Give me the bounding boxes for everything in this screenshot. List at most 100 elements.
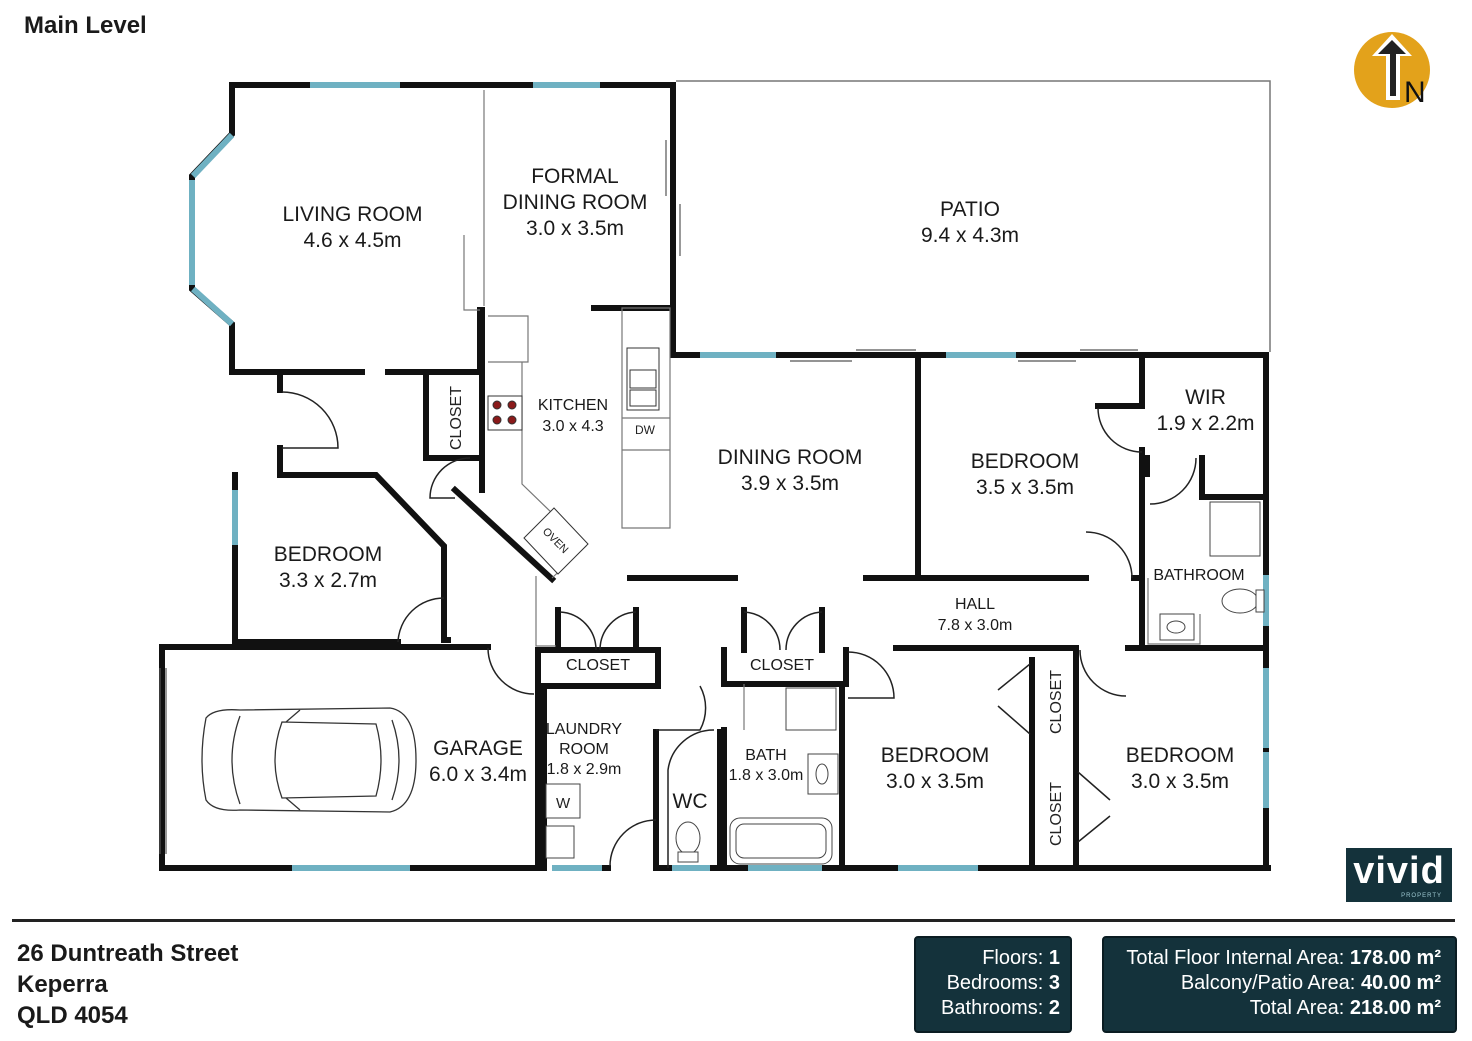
room-bedroom-s1: BEDROOM 3.0 x 3.5m [865, 743, 1005, 795]
room-laundry: LAUNDRY ROOM 1.8 x 2.9m [544, 720, 624, 780]
room-bedroom-w: BEDROOM 3.3 x 2.7m [258, 542, 398, 594]
room-bedroom-s2-dims: 3.0 x 3.5m [1130, 770, 1230, 793]
room-kitchen-dims: 3.0 x 4.3 [542, 418, 604, 435]
stats-panel: Floors: 1 Bedrooms: 3 Bathrooms: 2 [914, 936, 1072, 1033]
bathtub [729, 817, 833, 865]
patio-area-row: Balcony/Patio Area: 40.00 m² [1104, 971, 1441, 996]
room-laundry-name1: LAUNDRY [545, 721, 623, 738]
patio-outline [676, 80, 1271, 352]
room-bathroom: BATHROOM [1146, 566, 1252, 586]
room-garage-dims: 6.0 x 3.4m [428, 763, 528, 786]
room-bedroom-ne-name: BEDROOM [970, 450, 1080, 473]
bathrooms-row: Bathrooms: 2 [916, 996, 1060, 1021]
internal-area-value: 178.00 m² [1349, 947, 1441, 969]
level-title: Main Level [24, 12, 147, 39]
room-hall-dims: 7.8 x 3.0m [937, 617, 1013, 634]
internal-area-row: Total Floor Internal Area: 178.00 m² [1104, 946, 1441, 971]
total-area-value: 218.00 m² [1349, 997, 1441, 1019]
patio-area-label: Balcony/Patio Area: [1180, 972, 1356, 994]
closet-label-1: CLOSET [565, 657, 630, 674]
room-bedroom-s2: BEDROOM 3.0 x 3.5m [1110, 743, 1250, 795]
room-living-name: LIVING ROOM [282, 203, 423, 226]
room-patio: PATIO 9.4 x 4.3m [900, 197, 1040, 249]
closet-label-bedroom-s1: CLOSET [1048, 670, 1065, 734]
bedrooms-label: Bedrooms: [946, 972, 1044, 994]
basins [545, 613, 1195, 859]
brand-name: vivid [1353, 850, 1445, 892]
room-bedroom-w-name: BEDROOM [273, 543, 383, 566]
room-bath-name: BATH [745, 747, 787, 764]
area-panel: Total Floor Internal Area: 178.00 m² Bal… [1102, 936, 1457, 1033]
room-garage: GARAGE 6.0 x 3.4m [418, 736, 538, 788]
room-wir: WIR 1.9 x 2.2m [1148, 385, 1263, 437]
oven [523, 507, 589, 575]
sliding-doors [159, 140, 1138, 854]
address-line2: Keperra [17, 971, 108, 998]
room-living: LIVING ROOM 4.6 x 4.5m [270, 202, 435, 254]
room-garage-name: GARAGE [433, 737, 523, 760]
toilets [675, 588, 1265, 863]
floors-value: 1 [1048, 947, 1060, 969]
door-swings [281, 391, 1197, 868]
room-bathroom-name: BATHROOM [1153, 567, 1245, 584]
bedrooms-value: 3 [1048, 972, 1060, 994]
room-wir-dims: 1.9 x 2.2m [1156, 412, 1255, 435]
room-wir-name: WIR [1185, 386, 1226, 409]
address-line3: QLD 4054 [17, 1002, 128, 1029]
room-formal-dining: FORMAL DINING ROOM 3.0 x 3.5m [490, 164, 660, 242]
room-patio-name: PATIO [940, 198, 1000, 221]
brand-sub: PROPERTY [1401, 893, 1442, 899]
compass-icon: N [1354, 32, 1430, 109]
room-kitchen-name: KITCHEN [537, 397, 609, 414]
bathrooms-label: Bathrooms: [941, 997, 1044, 1019]
room-hall: HALL 7.8 x 3.0m [915, 594, 1035, 636]
walls [159, 82, 1271, 871]
room-bedroom-w-dims: 3.3 x 2.7m [278, 569, 378, 592]
room-kitchen: KITCHEN 3.0 x 4.3 [528, 395, 618, 437]
dishwasher-label: DW [635, 423, 656, 437]
room-formal-dining-name1: FORMAL [531, 165, 619, 188]
brand-logo: vivid PROPERTY [1346, 848, 1452, 902]
room-bedroom-ne: BEDROOM 3.5 x 3.5m [955, 449, 1095, 501]
room-living-dims: 4.6 x 4.5m [303, 229, 402, 252]
room-laundry-name2: ROOM [559, 741, 609, 758]
address-block: 26 Duntreath Street Keperra QLD 4054 [17, 938, 238, 1031]
room-bath: BATH 1.8 x 3.0m [726, 746, 806, 786]
room-wc-name: WC [672, 790, 708, 813]
room-formal-dining-name2: DINING ROOM [502, 191, 648, 214]
room-dining-name: DINING ROOM [717, 446, 863, 469]
room-formal-dining-dims: 3.0 x 3.5m [525, 217, 625, 240]
windows [189, 82, 1269, 871]
closet-label-kitchen: CLOSET [448, 386, 465, 450]
room-bedroom-ne-dims: 3.5 x 3.5m [975, 476, 1075, 499]
total-area-row: Total Area: 218.00 m² [1104, 996, 1441, 1021]
room-bedroom-s1-name: BEDROOM [880, 744, 990, 767]
kitchen-sink [626, 347, 660, 411]
room-dining: DINING ROOM 3.9 x 3.5m [705, 445, 875, 497]
car-icon [201, 707, 417, 813]
compass-letter: N [1404, 76, 1426, 109]
internal-area-label: Total Floor Internal Area: [1126, 947, 1345, 969]
divider [12, 919, 1455, 922]
washer [545, 783, 581, 819]
room-bedroom-s2-name: BEDROOM [1125, 744, 1235, 767]
shower [785, 501, 1261, 731]
room-wc: WC [660, 789, 720, 815]
room-dining-dims: 3.9 x 3.5m [740, 472, 840, 495]
room-bath-dims: 1.8 x 3.0m [728, 767, 804, 784]
room-hall-name: HALL [954, 596, 996, 613]
bathrooms-value: 2 [1048, 997, 1060, 1019]
total-area-label: Total Area: [1249, 997, 1345, 1019]
bedrooms-row: Bedrooms: 3 [916, 971, 1060, 996]
room-bedroom-s1-dims: 3.0 x 3.5m [885, 770, 985, 793]
floors-row: Floors: 1 [916, 946, 1060, 971]
cooktop [487, 395, 523, 431]
floors-label: Floors: [982, 947, 1044, 969]
address-line1: 26 Duntreath Street [17, 940, 239, 967]
washer-label: W [556, 795, 571, 812]
room-laundry-dims: 1.8 x 2.9m [546, 761, 622, 778]
room-patio-dims: 9.4 x 4.3m [920, 224, 1020, 247]
closet-label-bedroom-s2: CLOSET [1048, 782, 1065, 846]
patio-area-value: 40.00 m² [1360, 972, 1441, 994]
